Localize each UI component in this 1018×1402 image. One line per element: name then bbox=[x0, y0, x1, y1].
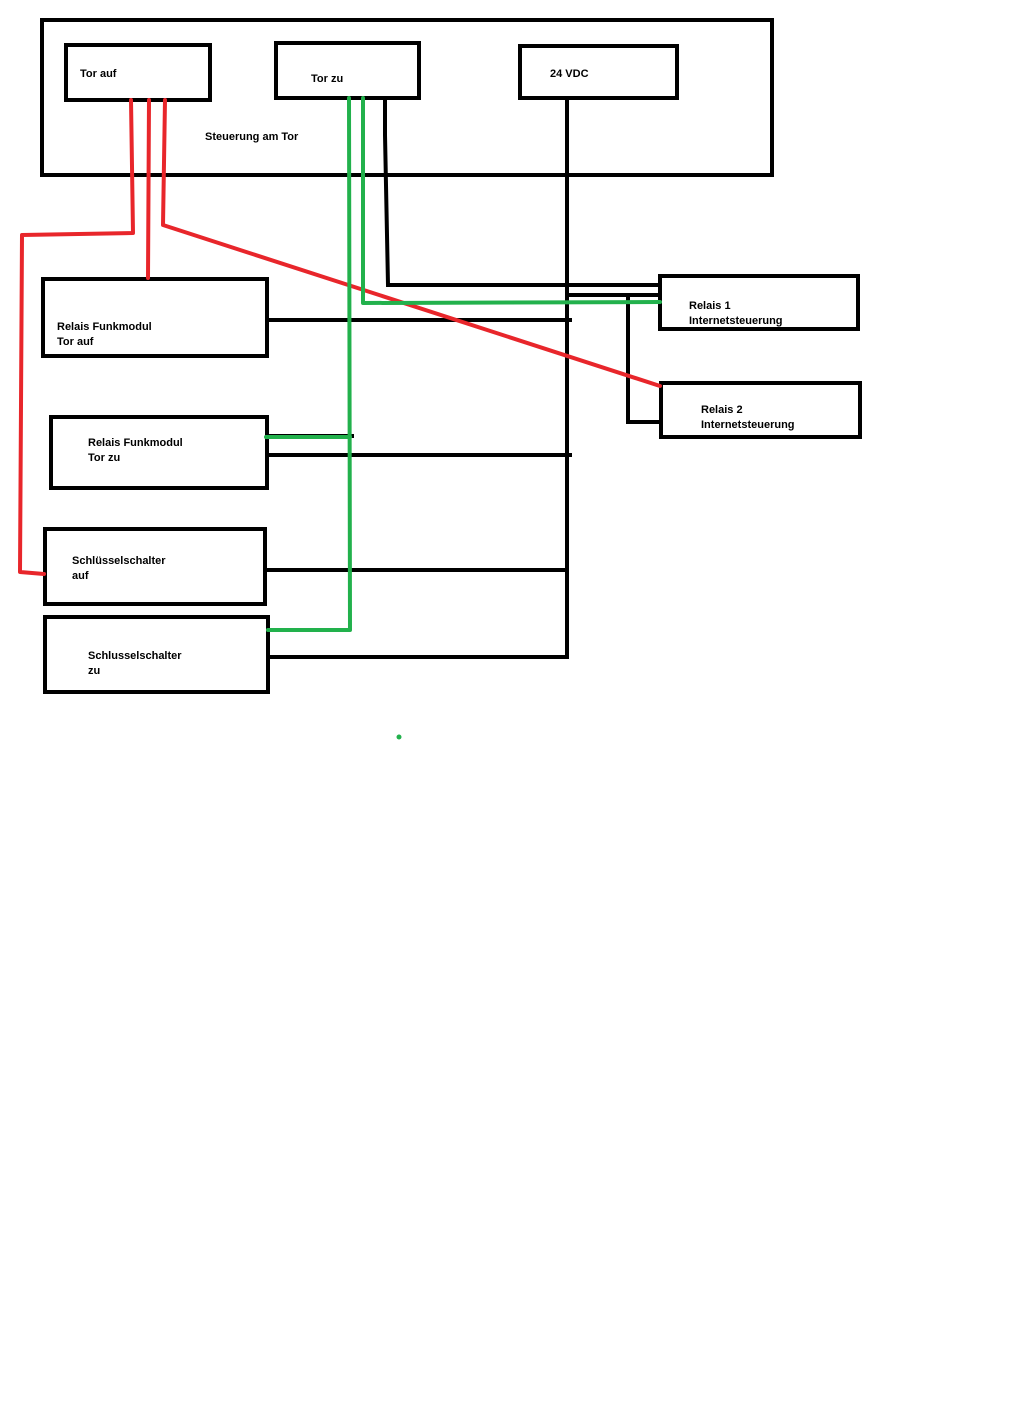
relais-funk-zu: Relais Funkmodul Tor zu bbox=[49, 415, 269, 490]
schluessel-auf-line1: Schlüsselschalter bbox=[72, 555, 166, 567]
schluessel-zu-line1: Schlusselschalter bbox=[88, 650, 182, 662]
schluessel-auf-line2: auf bbox=[72, 570, 89, 582]
tor-zu-terminal: Tor zu bbox=[274, 41, 421, 100]
schluessel-zu-box bbox=[43, 615, 270, 694]
red-wires bbox=[18, 98, 662, 576]
schluessel-zu-line2: zu bbox=[88, 665, 100, 677]
relais-funk-zu-line2: Tor zu bbox=[88, 452, 120, 464]
tor-auf-label: Tor auf bbox=[80, 68, 117, 80]
relais-1-line2: Internetsteuerung bbox=[689, 315, 783, 327]
torzu-to-relais1-wire bbox=[383, 96, 662, 287]
controller-frame bbox=[40, 18, 774, 177]
black-wires bbox=[263, 96, 662, 659]
vdc-box bbox=[518, 44, 679, 100]
vdc-terminal: 24 VDC bbox=[518, 44, 679, 100]
relais-1-internet: Relais 1 Internetsteuerung bbox=[658, 274, 860, 331]
relais-funk-auf-line1: Relais Funkmodul bbox=[57, 321, 152, 333]
relais-funk-auf-box bbox=[41, 277, 269, 358]
tor-zu-to-schluessel-wire bbox=[266, 96, 352, 632]
stray-green-dot bbox=[396, 734, 402, 740]
schluessel-zu: Schlusselschalter zu bbox=[43, 615, 270, 694]
tor-auf-to-funk-wire bbox=[146, 98, 151, 280]
controller-enclosure: Steuerung am Tor bbox=[40, 18, 774, 177]
tor-auf-terminal: Tor auf bbox=[64, 43, 212, 102]
tor-zu-label: Tor zu bbox=[311, 73, 343, 85]
tor-zu-to-relais1-wire bbox=[361, 96, 662, 305]
relais-2-box bbox=[659, 381, 862, 439]
controller-title: Steuerung am Tor bbox=[205, 131, 299, 143]
schluessel-auf: Schlüsselschalter auf bbox=[43, 527, 267, 606]
tor-auf-to-schluessel-wire bbox=[18, 98, 135, 576]
relais-2-internet: Relais 2 Internetsteuerung bbox=[659, 381, 862, 439]
relais-funk-zu-line1: Relais Funkmodul bbox=[88, 437, 183, 449]
vdc-to-relais2-wire bbox=[626, 293, 662, 424]
relais-funk-zu-box bbox=[49, 415, 269, 490]
relais-funk-auf: Relais Funkmodul Tor auf bbox=[41, 277, 269, 358]
green-wires bbox=[264, 96, 662, 740]
relais-1-line1: Relais 1 bbox=[689, 300, 731, 312]
relais-2-line1: Relais 2 bbox=[701, 404, 743, 416]
vdc-label: 24 VDC bbox=[550, 68, 589, 80]
schluessel-auf-box bbox=[43, 527, 267, 606]
tor-zu-box bbox=[274, 41, 421, 100]
tor-auf-to-relais2-wire bbox=[161, 98, 662, 388]
relais-funk-auf-line2: Tor auf bbox=[57, 336, 94, 348]
tor-auf-box bbox=[64, 43, 212, 102]
relais-2-line2: Internetsteuerung bbox=[701, 419, 795, 431]
